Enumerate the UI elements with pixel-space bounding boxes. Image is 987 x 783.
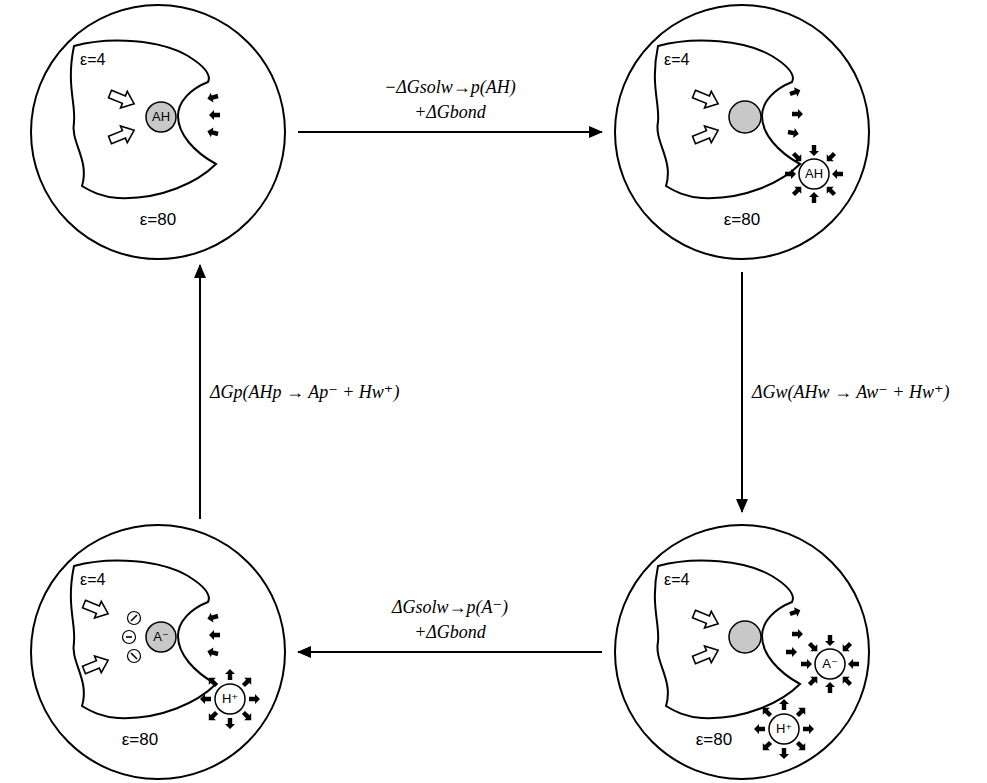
scene-circle-shape: [615, 525, 869, 779]
field-arrow: [691, 122, 722, 148]
medium-dielectric: ε=80: [140, 210, 176, 230]
scene-circle: ε=80ε=4A⁻H⁺: [30, 524, 286, 780]
protein-outline-shape: [655, 561, 800, 719]
solvation-arrows: [200, 669, 260, 729]
solvated-ion-shape: [815, 649, 845, 679]
protein-outline-shape: [71, 561, 216, 719]
reaction-arrow: [199, 265, 201, 519]
reaction-arrow: [741, 272, 743, 512]
species-label: AH: [805, 166, 823, 182]
protein-outline: ε=4A⁻: [66, 554, 221, 724]
species-label: H⁺: [222, 691, 238, 707]
field-arrow: [691, 642, 722, 668]
protein-dielectric: ε=4: [80, 570, 105, 589]
water-dipole: [792, 629, 803, 639]
water-dipole: [788, 606, 802, 619]
field-arrow: [691, 606, 722, 632]
field-arrow: [107, 122, 138, 148]
protein-dielectric: ε=4: [664, 50, 689, 69]
energy-term: ΔGsolw→p(A⁻) +ΔGbond: [360, 595, 540, 644]
field-arrow: [81, 596, 112, 622]
energy-term: ΔGw(AHw → Aw⁻ + Hw⁺): [752, 380, 949, 404]
empty-site: [729, 621, 761, 653]
water-dipole: [206, 126, 219, 139]
scene-decor: [81, 596, 260, 729]
species-label: A⁻: [153, 629, 169, 645]
medium-dielectric: ε=80: [724, 210, 760, 230]
bound-molecule-shape: [146, 102, 176, 132]
scene-circle-shape: [615, 5, 869, 259]
scene-circle: ε=80 ε=4AH: [30, 4, 286, 260]
protein-dielectric: ε=4: [80, 50, 105, 69]
energy-term: −ΔGsolw→p(AH) +ΔGbond: [360, 75, 540, 124]
solvated-molecule-shape: [799, 159, 829, 189]
bound-ion: A⁻: [145, 621, 177, 653]
bound-molecule: AH: [145, 101, 177, 133]
solvation-arrows: [785, 145, 843, 203]
scene-circle: ε=80 ε=4A⁻ H⁺: [614, 524, 870, 780]
solvated-ion: H⁺: [214, 683, 246, 715]
field-arrow: [81, 652, 112, 678]
field-arrow: [691, 86, 722, 112]
water-dipole: [206, 646, 219, 659]
solvated-ion: A⁻: [814, 648, 846, 680]
charge-dipoles: [123, 612, 141, 663]
species-label: A⁻: [822, 656, 838, 672]
field-arrow: [107, 86, 138, 112]
species-label: H⁺: [776, 721, 792, 737]
reaction-arrow: [298, 651, 602, 653]
reaction-arrow: [298, 131, 602, 133]
water-dipole: [206, 611, 219, 624]
scene-circle-shape: [31, 525, 285, 779]
empty-site: [729, 101, 761, 133]
solvated-molecule: AH: [798, 158, 830, 190]
protein-outline: ε=4: [650, 554, 805, 724]
protein-outline-shape: [71, 41, 216, 199]
water-dipole: [792, 109, 803, 119]
species-label: AH: [152, 109, 170, 125]
water-dipole: [206, 91, 219, 104]
scene-circle-shape: [31, 5, 285, 259]
solvation-arrows: [801, 635, 859, 693]
medium-dielectric: ε=80: [122, 730, 158, 750]
water-dipole: [786, 647, 797, 657]
scene-circle: ε=80 ε=4AH: [614, 4, 870, 260]
protein-outline: ε=4: [650, 34, 805, 204]
scene-decor: [691, 606, 859, 759]
protein-outline: ε=4AH: [66, 34, 221, 204]
water-dipole: [209, 630, 220, 640]
solvated-ion-shape: [215, 684, 245, 714]
protein-dielectric: ε=4: [664, 570, 689, 589]
water-dipole: [788, 86, 802, 99]
medium-dielectric: ε=80: [696, 730, 732, 750]
energy-term: ΔGp(AHp → Ap⁻ + Hw⁺): [210, 380, 399, 404]
protein-outline-shape: [655, 41, 800, 199]
water-dipole: [787, 127, 800, 139]
solvated-ion-shape: [769, 714, 799, 744]
solvated-ion: H⁺: [768, 713, 800, 745]
water-dipole: [209, 110, 220, 120]
bound-ion-shape: [146, 622, 176, 652]
scene-decor: [107, 86, 220, 149]
